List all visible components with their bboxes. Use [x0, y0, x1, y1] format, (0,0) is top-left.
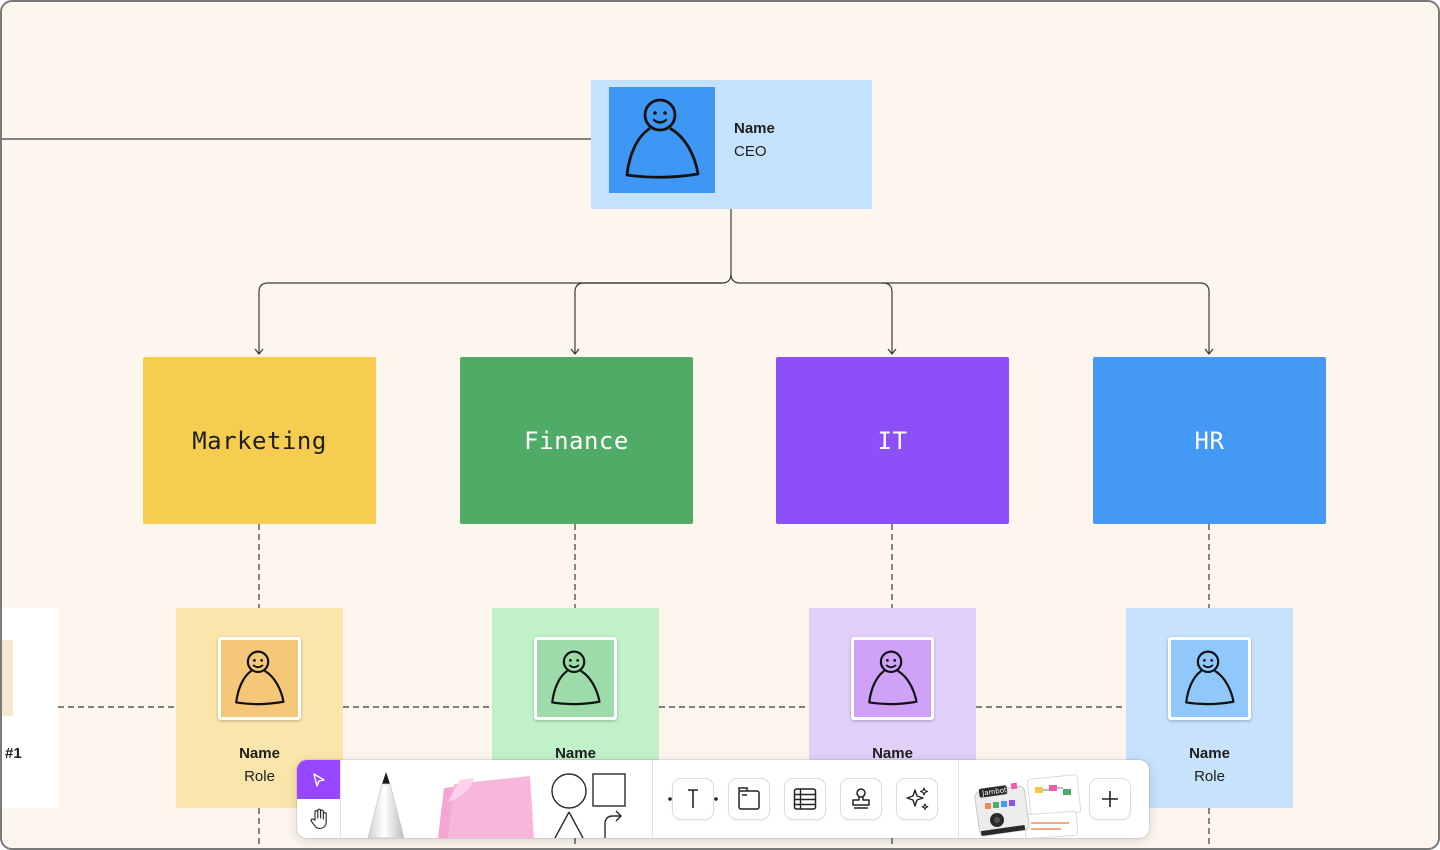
member-avatar: [1168, 637, 1251, 720]
partial-card-label: #1: [5, 745, 22, 762]
toolbar-divider: [958, 760, 959, 838]
member-role: Role: [1194, 768, 1225, 785]
person-icon: [551, 650, 601, 706]
member-role: Role: [244, 768, 275, 785]
toolbar-divider: [340, 760, 341, 838]
section-tool-button[interactable]: [729, 779, 769, 819]
template-badge: Jambot: [981, 786, 1008, 798]
dept-card-finance[interactable]: Finance: [460, 357, 693, 524]
member-avatar: [534, 637, 617, 720]
dept-card-it[interactable]: IT: [776, 357, 1009, 524]
dept-card-marketing[interactable]: Marketing: [143, 357, 376, 524]
partial-member-card[interactable]: #1: [2, 608, 58, 808]
person-icon: [625, 98, 700, 179]
dept-label: Finance: [524, 426, 629, 455]
member-card-hr[interactable]: Name Role: [1126, 608, 1293, 808]
dept-label: HR: [1194, 426, 1225, 455]
section-icon: [738, 787, 760, 810]
partial-avatar: [2, 640, 13, 716]
bottom-toolbar: Jambot: [297, 760, 1149, 838]
person-icon: [235, 650, 285, 706]
shapes-icon[interactable]: [547, 772, 629, 838]
text-icon: [688, 789, 698, 808]
member-avatar: [218, 637, 301, 720]
ceo-card[interactable]: Name CEO: [591, 80, 872, 209]
member-avatar: [851, 637, 934, 720]
ai-tool-button[interactable]: [897, 779, 937, 819]
dept-label: Marketing: [192, 426, 327, 455]
ceo-role: CEO: [734, 143, 767, 160]
ceo-avatar: [609, 87, 715, 193]
table-tool-button[interactable]: [785, 779, 825, 819]
cursor-icon: [312, 772, 325, 787]
member-name: Name: [555, 745, 596, 762]
member-name: Name: [239, 745, 280, 762]
member-name: Name: [1189, 745, 1230, 762]
member-name: Name: [872, 745, 913, 762]
ai-sparkle-icon: [906, 787, 929, 811]
select-tool-button[interactable]: [297, 760, 340, 799]
pen-icon[interactable]: [363, 772, 409, 838]
connector-icon[interactable]: [600, 810, 626, 838]
plus-icon: [1102, 791, 1118, 807]
dept-label: IT: [877, 426, 908, 455]
templates-icon[interactable]: Jambot: [973, 773, 1085, 838]
ceo-name: Name: [734, 120, 775, 137]
dept-card-hr[interactable]: HR: [1093, 357, 1326, 524]
table-icon: [793, 788, 817, 810]
more-tools-button[interactable]: [1090, 779, 1130, 819]
hand-icon: [310, 808, 327, 829]
toolbar-divider: [652, 760, 653, 838]
person-icon: [1185, 650, 1235, 706]
sticky-note-icon[interactable]: [430, 772, 536, 838]
text-handles: [668, 797, 718, 801]
hand-tool-button[interactable]: [297, 799, 340, 838]
text-tool-button[interactable]: [673, 779, 713, 819]
person-icon: [868, 650, 918, 706]
stamp-icon: [852, 788, 870, 809]
stamp-tool-button[interactable]: [841, 779, 881, 819]
